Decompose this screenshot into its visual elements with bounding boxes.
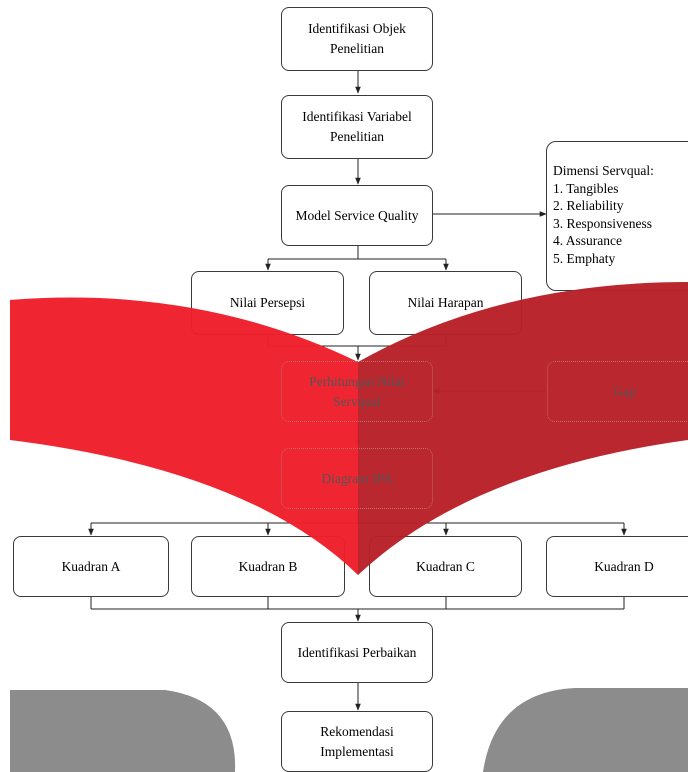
node-identifikasi-variabel: Identifikasi Variabel Penelitian xyxy=(281,95,433,159)
node-perhitungan-servqual: Perhitungan Nilai Servqual xyxy=(281,361,433,422)
dimensi-item-5: 5. Emphaty xyxy=(553,250,616,266)
node-gap: Gap xyxy=(547,361,688,422)
dimensi-servqual-box: Dimensi Servqual: 1. Tangibles 2. Reliab… xyxy=(546,141,688,291)
node-kuadran-d: Kuadran D xyxy=(546,536,688,597)
gray-shape-left xyxy=(10,690,236,772)
red-shape-right xyxy=(358,282,688,575)
dimensi-item-4: 4. Assurance xyxy=(553,233,622,248)
node-model-service-quality: Model Service Quality xyxy=(281,185,433,246)
node-kuadran-b: Kuadran B xyxy=(191,536,345,597)
node-kuadran-a: Kuadran A xyxy=(13,536,169,597)
node-identifikasi-perbaikan: Identifikasi Perbaikan xyxy=(281,622,433,683)
node-identifikasi-objek: Identifikasi Objek Penelitian xyxy=(281,7,433,71)
dimensi-title: Dimensi Servqual: xyxy=(553,163,654,178)
dimensi-item-2: 2. Reliability xyxy=(553,198,624,213)
gray-shape-right xyxy=(483,688,688,772)
dimensi-item-1: 1. Tangibles xyxy=(553,180,619,196)
red-shape-left xyxy=(10,297,358,575)
node-kuadran-c: Kuadran C xyxy=(369,536,522,597)
dimensi-item-3: 3. Responsiveness xyxy=(553,215,652,231)
node-diagram-ipa: Diagram IPA xyxy=(281,448,433,509)
